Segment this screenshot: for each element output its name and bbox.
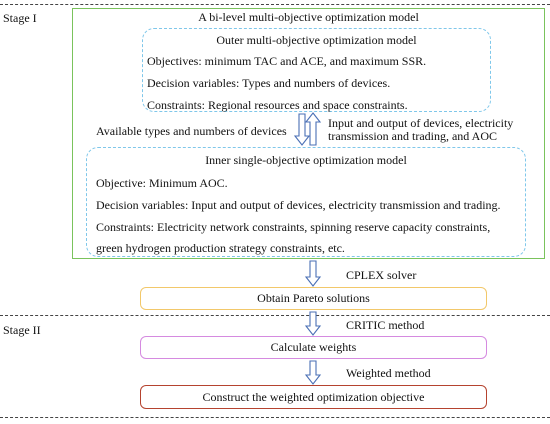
inner-constraints-line-2: green hydrogen production strategy const… xyxy=(96,241,345,255)
inner-model-box xyxy=(86,147,526,257)
feedback-label: Input and output of devices, electricity… xyxy=(328,117,513,143)
weights-box: Calculate weights xyxy=(140,336,487,359)
inner-objective: Objective: Minimum AOC. xyxy=(96,176,228,190)
down-arrow-icon xyxy=(293,113,311,146)
outer-model-box xyxy=(142,28,491,112)
weighted-method-label: Weighted method xyxy=(346,366,431,380)
pareto-box: Obtain Pareto solutions xyxy=(140,287,487,310)
inner-model-title: Inner single-objective optimization mode… xyxy=(205,153,407,167)
top-divider xyxy=(0,4,550,5)
to-weights-arrow-icon xyxy=(304,311,322,336)
stage-2-label: Stage II xyxy=(3,323,41,337)
feedback-label-line-1: Input and output of devices, electricity xyxy=(328,116,514,130)
outer-constraints: Constraints: Regional resources and spac… xyxy=(147,98,408,112)
stage-1-label: Stage I xyxy=(3,11,37,25)
bilevel-model-title: A bi-level multi-objective optimization … xyxy=(198,10,419,24)
bilevel-model-box xyxy=(72,8,545,259)
outer-decision-variables: Decision variables: Types and numbers of… xyxy=(147,76,391,90)
cplex-solver-label: CPLEX solver xyxy=(346,268,417,282)
construct-objective-box: Construct the weighted optimization obje… xyxy=(140,385,487,409)
critic-method-label: CRITIC method xyxy=(346,318,425,332)
to-pareto-arrow-icon xyxy=(304,260,322,287)
to-construct-arrow-icon xyxy=(304,360,322,385)
outer-objectives: Objectives: minimum TAC and ACE, and max… xyxy=(147,54,427,68)
inner-constraints-line-1: Constraints: Electricity network constra… xyxy=(96,220,491,234)
available-devices-label: Available types and numbers of devices xyxy=(96,124,287,138)
inner-decision-variables: Decision variables: Input and output of … xyxy=(96,198,501,212)
bottom-divider xyxy=(0,417,550,418)
stage-divider xyxy=(0,315,550,316)
up-arrow-icon xyxy=(304,112,322,146)
feedback-label-line-2: transmission and trading, and AOC xyxy=(328,129,497,143)
outer-model-title: Outer multi-objective optimization model xyxy=(216,33,417,47)
